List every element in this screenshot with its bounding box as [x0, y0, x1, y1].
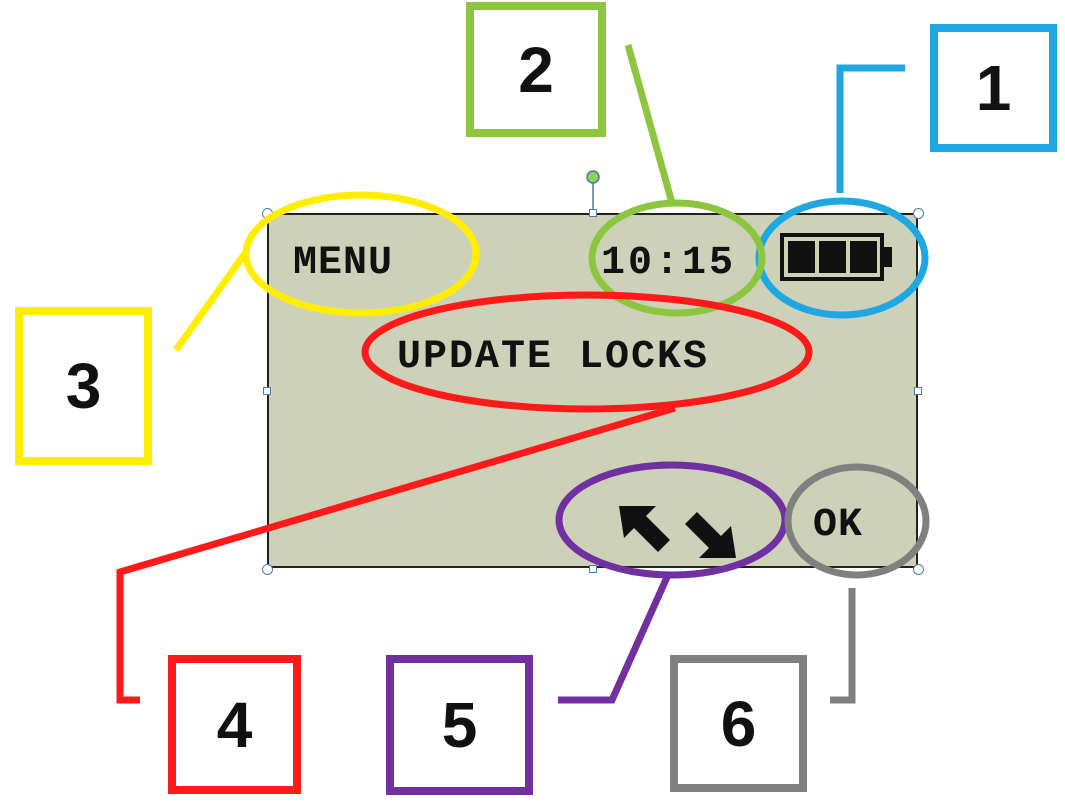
selection-handle	[263, 387, 271, 395]
callout-1-leader	[836, 64, 905, 193]
callout-2-ellipse	[588, 199, 766, 317]
selection-handle	[589, 565, 597, 573]
menu-label[interactable]: MENU	[293, 241, 394, 286]
arrow-down-right-icon	[685, 512, 736, 558]
selection-handle	[914, 387, 922, 395]
selection-handle	[913, 564, 924, 575]
callout-2-leader	[624, 44, 676, 204]
selection-handle	[913, 208, 924, 219]
callout-4-ellipse	[361, 291, 813, 413]
callout-3-leader	[173, 249, 249, 353]
callout-1-box: 1	[930, 24, 1057, 152]
rotation-handle	[586, 170, 600, 184]
arrow-up-left-icon	[619, 506, 670, 552]
battery-icon	[780, 233, 892, 281]
callout-2-box: 2	[466, 2, 606, 137]
clock-time: 10:15	[601, 241, 737, 286]
callout-1-ellipse	[755, 197, 929, 319]
selection-handle	[262, 564, 273, 575]
callout-6-leader	[830, 588, 856, 704]
navigation-arrows[interactable]	[614, 502, 744, 562]
callout-6-ellipse	[784, 463, 930, 579]
callout-4-leader	[116, 404, 676, 704]
callout-5-leader	[558, 573, 672, 704]
callout-4-box: 4	[168, 655, 301, 794]
callout-3-box: 3	[15, 307, 152, 465]
screen-title: UPDATE LOCKS	[397, 335, 710, 380]
callout-6-box: 6	[670, 655, 807, 792]
callout-5-box: 5	[386, 655, 533, 795]
callout-3-ellipse	[242, 191, 480, 317]
callout-5-ellipse	[555, 461, 789, 579]
ok-button[interactable]: OK	[813, 503, 864, 548]
